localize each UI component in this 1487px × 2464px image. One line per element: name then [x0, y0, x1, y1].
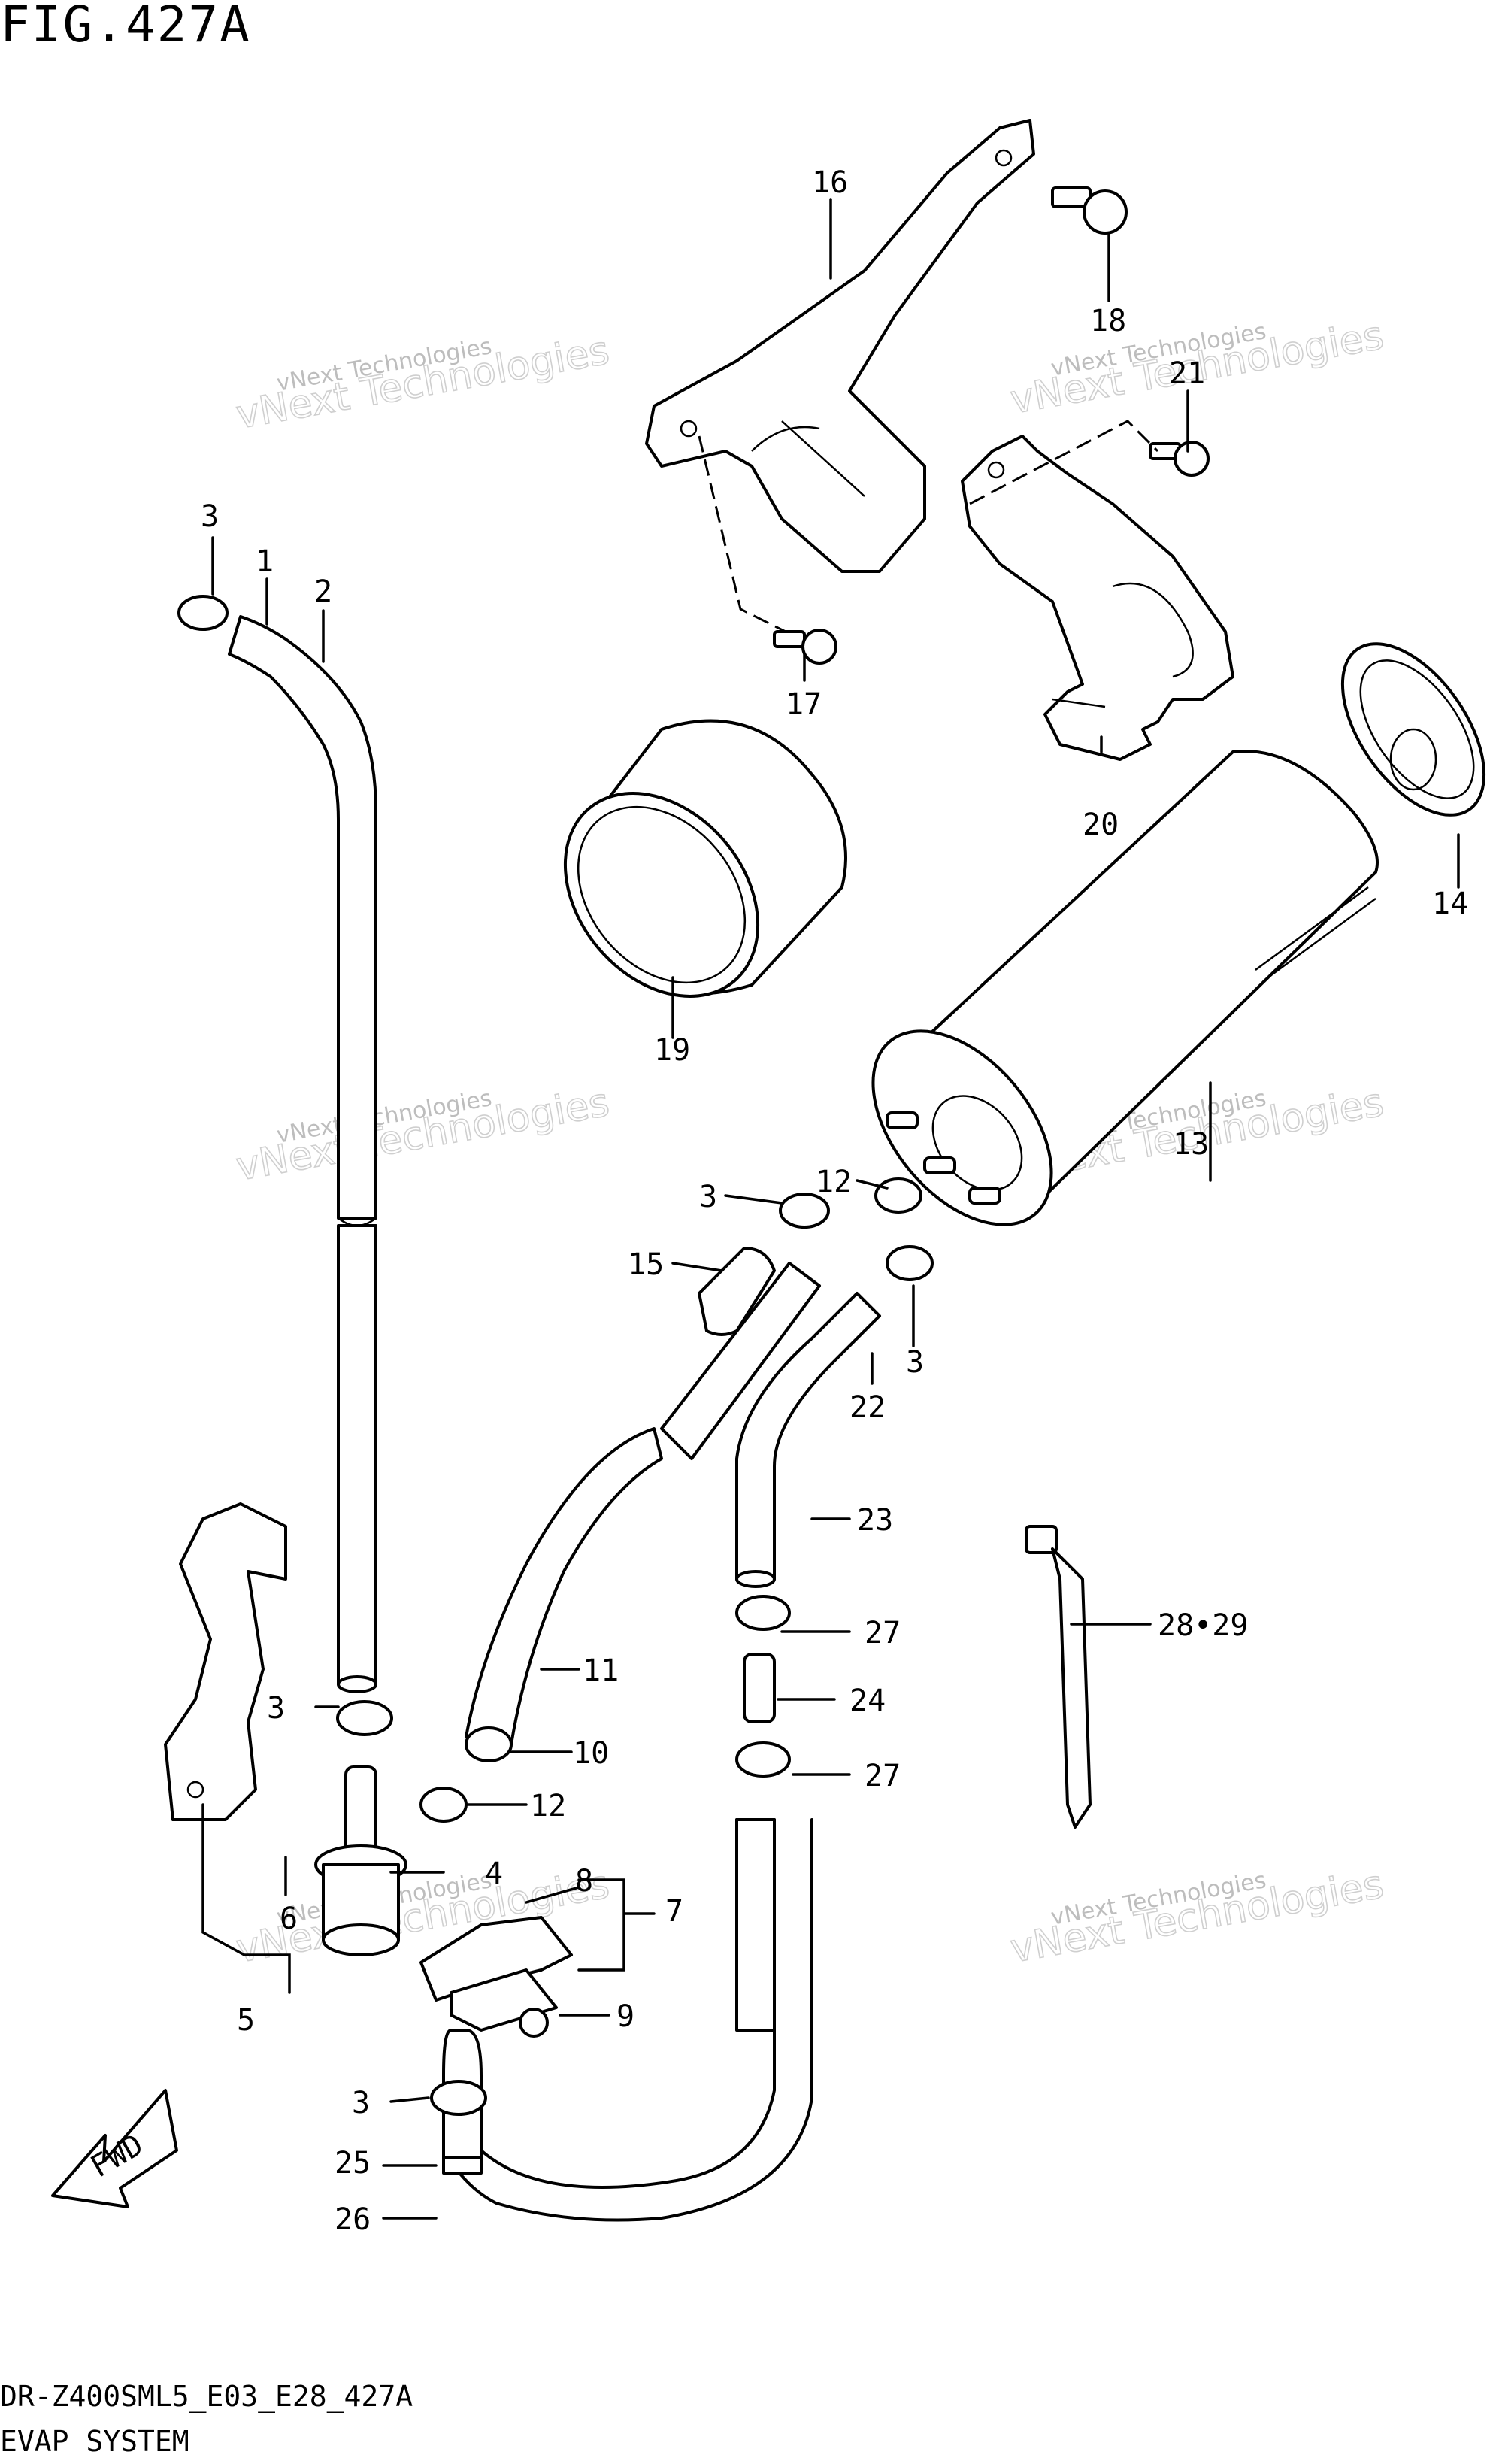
- part-20-canister-holder[interactable]: [961, 435, 1234, 761]
- callout-28-29: 28•29: [1158, 1608, 1248, 1643]
- callout-10: 10: [573, 1736, 609, 1771]
- callout-12-lower: 12: [530, 1789, 566, 1823]
- callout-19: 19: [654, 1033, 690, 1068]
- part-7-clamp-assembly[interactable]: [419, 1916, 573, 2038]
- callout-26: 26: [335, 2202, 371, 2237]
- callout-27-lower: 27: [865, 1759, 901, 1793]
- part-3-hose-clamp-mid[interactable]: [779, 1193, 830, 1229]
- callout-16: 16: [812, 165, 848, 200]
- fwd-arrow-icon: FWD: [51, 2089, 178, 2208]
- part-28-29-cable-tie[interactable]: [1025, 1525, 1092, 1829]
- callout-15: 15: [628, 1247, 664, 1282]
- part-18-bolt[interactable]: [1051, 186, 1128, 235]
- part-14-canister-cap[interactable]: [1314, 619, 1487, 839]
- part-13-evap-canister[interactable]: [838, 750, 1379, 1258]
- callout-8: 8: [575, 1864, 593, 1899]
- system-name: EVAP SYSTEM: [0, 2425, 189, 2458]
- callout-4: 4: [485, 1856, 503, 1891]
- figure-title: FIG.427A: [0, 0, 251, 53]
- callout-7: 7: [665, 1894, 683, 1929]
- callout-14: 14: [1432, 886, 1468, 921]
- part-17-bolt[interactable]: [773, 629, 837, 665]
- part-3-hose-clamp-valve[interactable]: [336, 1700, 393, 1736]
- part-3-hose-clamp-bottom[interactable]: [430, 2080, 487, 2116]
- callout-9: 9: [616, 1999, 634, 2034]
- callout-3-top: 3: [201, 499, 219, 534]
- callout-2: 2: [314, 574, 332, 609]
- callout-3-bottom: 3: [352, 2086, 370, 2120]
- part-16-canister-bracket[interactable]: [645, 119, 1035, 573]
- part-3-hose-clamp-top[interactable]: [177, 595, 229, 631]
- part-15-hose-cap[interactable]: [698, 1247, 776, 1336]
- part-21-bolt[interactable]: [1149, 441, 1210, 477]
- callout-22: 22: [849, 1390, 886, 1425]
- callout-5: 5: [237, 2003, 255, 2038]
- leader-lines: [201, 198, 1460, 2220]
- part-11-long-hose[interactable]: [465, 1262, 821, 1762]
- part-26-lower-hose[interactable]: [442, 1818, 813, 2222]
- callout-24: 24: [849, 1684, 886, 1718]
- callout-3-right: 3: [906, 1345, 924, 1380]
- callout-11: 11: [583, 1653, 619, 1688]
- model-code: DR-Z400SML5_E03_E28_427A: [0, 2380, 413, 2413]
- callout-13: 13: [1173, 1127, 1209, 1162]
- callout-labels: 3 1 2 16 17 18 21 20 14 19 13 3 12 15 3 …: [201, 165, 1468, 2237]
- callout-6: 6: [280, 1902, 298, 1936]
- part-5-valve-bracket[interactable]: [164, 1502, 287, 1821]
- callout-25: 25: [335, 2146, 371, 2181]
- part-24-connector[interactable]: [743, 1653, 776, 1723]
- callout-17: 17: [786, 687, 822, 722]
- callout-21: 21: [1169, 356, 1205, 391]
- callout-3-lower: 3: [267, 1691, 285, 1726]
- callout-12-upper: 12: [816, 1165, 852, 1199]
- callout-18: 18: [1090, 304, 1126, 338]
- part-3-hose-clamp-right[interactable]: [886, 1245, 934, 1281]
- part-19-filter-cup[interactable]: [525, 719, 847, 1035]
- part-4-evap-valve[interactable]: [314, 1765, 407, 1956]
- callout-23: 23: [857, 1503, 893, 1538]
- part-27-clamp-upper[interactable]: [735, 1595, 791, 1631]
- callout-1: 1: [256, 544, 274, 579]
- callout-3-mid: 3: [699, 1180, 717, 1214]
- watermark-group: vNext Technologies vNext Technologies vN…: [232, 312, 1388, 1972]
- part-27-clamp-lower[interactable]: [735, 1741, 791, 1778]
- part-23-bent-hose[interactable]: [735, 1292, 881, 1588]
- callout-27-upper: 27: [865, 1616, 901, 1650]
- part-12-clamp-lower[interactable]: [419, 1787, 468, 1823]
- callout-20: 20: [1083, 808, 1119, 842]
- part-2-vertical-hose[interactable]: [228, 615, 377, 1693]
- part-12-clamp-upper[interactable]: [874, 1177, 922, 1214]
